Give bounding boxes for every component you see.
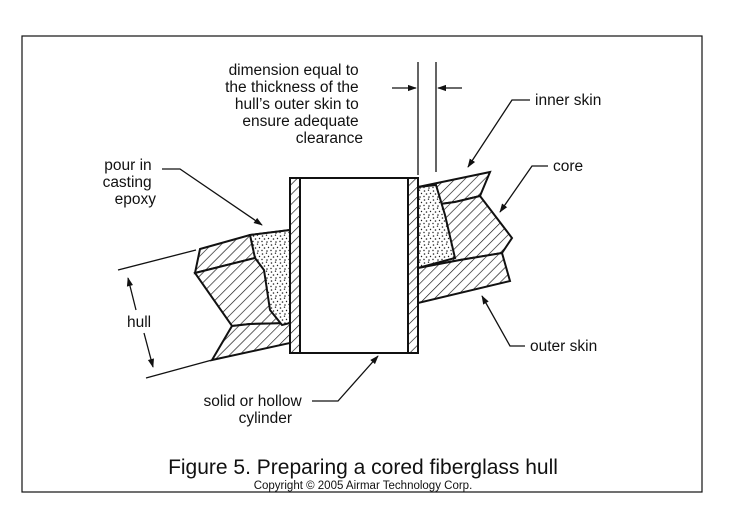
figure-title: Figure 5. Preparing a cored fiberglass h… (168, 456, 558, 479)
outer-skin-label: outer skin (530, 338, 597, 355)
figure-frame (21, 35, 703, 493)
left-hull-section (193, 228, 291, 362)
clearance-dimension (392, 62, 462, 175)
cylinder-right-wall (407, 177, 419, 354)
cylinder (289, 177, 419, 354)
cylinder-bore (299, 177, 409, 354)
core-label: core (553, 158, 583, 175)
cylinder-left-wall (289, 177, 301, 354)
pour-label: pour in casting epoxy (103, 157, 157, 208)
hull-extension-bottom (145, 359, 213, 379)
hull-label: hull (127, 314, 151, 331)
hull-dimension (117, 249, 213, 379)
leader-inner-skin (467, 99, 530, 168)
cylinder-label: solid or hollow cylinder (203, 393, 306, 427)
inner-skin-label: inner skin (535, 92, 601, 109)
dimension-label: dimension equal to the thickness of the … (225, 62, 363, 147)
left-outer-skin (209, 321, 291, 362)
leader-outer-skin (481, 295, 525, 347)
copyright-text: Copyright © 2005 Airmar Technology Corp. (254, 480, 473, 492)
leader-pour (162, 168, 263, 226)
leader-core (499, 165, 548, 213)
hull-arrow-up (126, 277, 137, 311)
hull-arrow-down (143, 332, 154, 368)
hull-extension-top (117, 249, 197, 271)
right-hull-section (417, 170, 514, 305)
leader-cylinder (312, 355, 379, 402)
